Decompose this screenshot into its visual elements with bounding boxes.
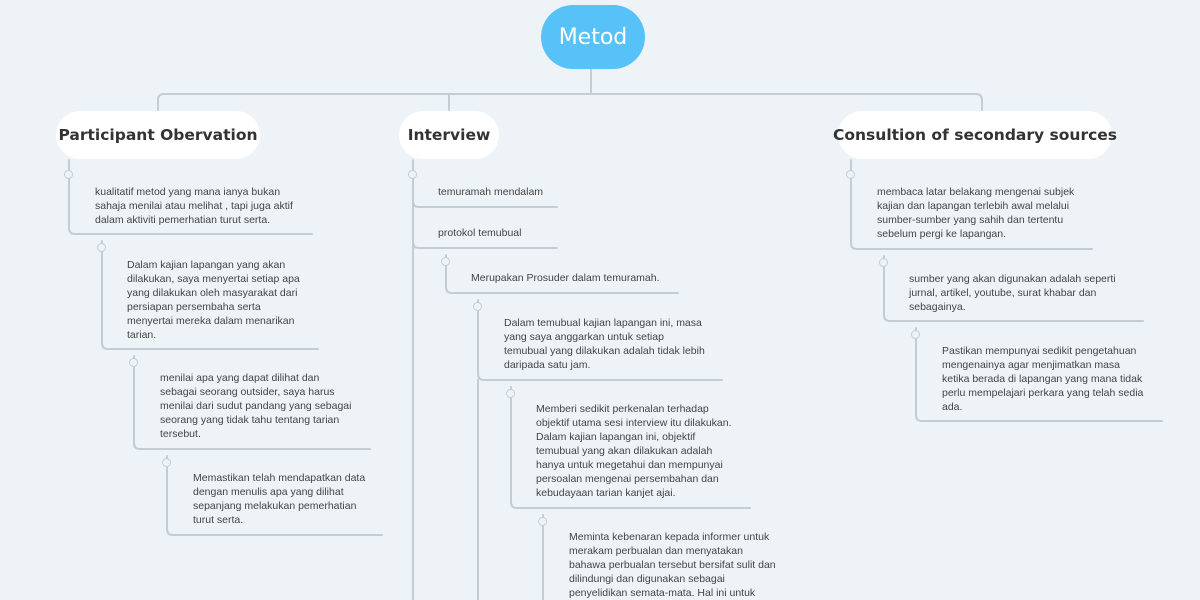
branch-label: Interview — [407, 126, 491, 144]
topic-node[interactable]: Memastikan telah mendapatkan data dengan… — [193, 472, 366, 526]
branch-interview[interactable]: Interview — [399, 111, 499, 159]
collapse-knob[interactable] — [846, 170, 855, 179]
topic-node[interactable]: membaca latar belakang mengenai subjek k… — [877, 186, 1075, 240]
root-node[interactable]: Metod — [541, 5, 645, 69]
collapse-knob[interactable] — [162, 458, 171, 467]
topic-node[interactable]: Pastikan mempunyai sedikit pengetahuan m… — [942, 345, 1144, 413]
collapse-knob[interactable] — [408, 170, 417, 179]
collapse-knob[interactable] — [97, 243, 106, 252]
topic-node[interactable]: Merupakan Prosuder dalam temuramah. — [471, 272, 660, 284]
collapse-knob[interactable] — [473, 302, 482, 311]
topic-node[interactable]: sumber yang akan digunakan adalah sepert… — [909, 273, 1116, 313]
collapse-knob[interactable] — [441, 257, 450, 266]
root-label: Metod — [558, 24, 628, 50]
topic-node[interactable]: kualitatif metod yang mana ianya bukan s… — [95, 186, 293, 226]
topic-node[interactable]: menilai apa yang dapat dilihat dan sebag… — [160, 372, 352, 440]
topic-node[interactable]: protokol temubual — [438, 227, 522, 239]
collapse-knob[interactable] — [129, 358, 138, 367]
collapse-knob[interactable] — [911, 330, 920, 339]
topic-node[interactable]: Dalam kajian lapangan yang akan dilakuka… — [127, 259, 300, 341]
collapse-knob[interactable] — [506, 389, 515, 398]
branch-label: Consultion of secondary sources — [833, 126, 1118, 144]
topic-node[interactable]: Dalam temubual kajian lapangan ini, masa… — [504, 317, 705, 371]
topic-node[interactable]: temuramah mendalam — [438, 186, 544, 198]
topic-node[interactable]: Memberi sedikit perkenalan terhadap obje… — [536, 403, 732, 499]
branch-participant-observation[interactable]: Participant Obervation — [56, 111, 260, 159]
collapse-knob[interactable] — [538, 517, 547, 526]
collapse-knob[interactable] — [879, 258, 888, 267]
branch-consultation[interactable]: Consultion of secondary sources — [833, 111, 1117, 159]
collapse-knob[interactable] — [64, 170, 73, 179]
topic-node[interactable]: Meminta kebenaran kepada informer untuk … — [569, 531, 776, 599]
branch-label: Participant Obervation — [58, 126, 258, 144]
